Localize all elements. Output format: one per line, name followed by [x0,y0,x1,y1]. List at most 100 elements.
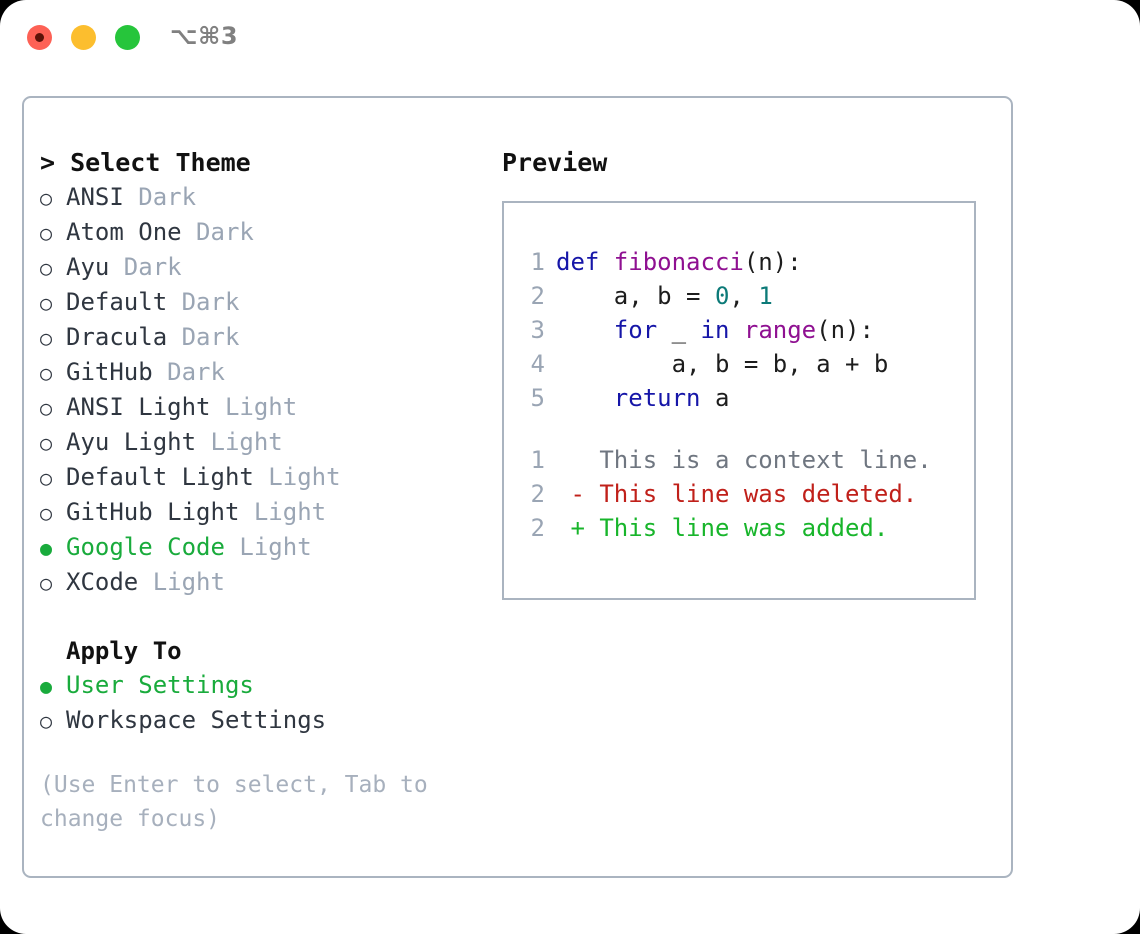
theme-option-label: Google Code [66,533,240,561]
code-line-content: a, b = b, a + b [556,347,889,381]
line-number: 5 [530,384,545,412]
theme-option-variant: Light [210,428,283,456]
apply-to-option-user-settings[interactable]: ●User Settings [40,668,480,703]
radio-unselected-icon: ○ [40,501,53,525]
code-token-plain: (n): [743,248,802,276]
radio-unselected-icon: ○ [40,396,53,420]
code-token-kw: in [700,316,730,344]
theme-option-default[interactable]: ○Default Dark [40,285,480,320]
theme-option-list[interactable]: ○ ANSI Dark ○ Atom One Dark ○ Ayu Dark ○ Defaul… [40,180,480,600]
theme-option-label: GitHub [66,358,168,386]
theme-option-variant: Light [268,463,341,491]
radio-unselected-icon: ○ [40,361,53,385]
theme-option-variant: Light [239,533,312,561]
theme-option-dracula[interactable]: ○Dracula Dark [40,320,480,355]
diff-block: 1 This is a context line. 2 - This line w… [513,443,970,545]
theme-option-ansi-light[interactable]: ○ ANSI Light Light [40,390,480,425]
code-diff-gap [513,415,970,443]
page-title: > Select Theme [40,148,251,177]
theme-option-ansi[interactable]: ○ ANSI Dark [40,180,480,215]
theme-option-variant: Light [253,498,327,526]
zoom-button[interactable] [115,25,140,50]
theme-option-label: Atom One [66,218,197,246]
code-token-num: 1 [758,282,773,310]
theme-option-github[interactable]: ○ GitHub Dark [40,355,480,390]
code-token-plain: a, b = b, a + b [556,350,889,378]
code-token-plain [556,384,614,412]
theme-option-github-light[interactable]: ○ GitHub Light Light [40,495,480,530]
code-token-num: 0 [714,282,730,310]
radio-unselected-icon: ○ [40,291,53,315]
theme-option-variant: Dark [138,183,197,211]
theme-option-variant: Dark [167,358,225,386]
theme-option-label: Default Light [66,463,269,491]
line-number: 1 [530,248,545,276]
code-token-kw: for [613,316,658,344]
theme-option-variant: Light [224,393,298,421]
radio-unselected-icon: ○ [40,431,53,455]
code-line-content: for _ in range(n): [556,313,874,347]
code-line: 4 a, b = b, a + b [513,347,970,381]
radio-unselected-icon: ○ [40,221,53,245]
theme-option-default-light[interactable]: ○ Default Light Light [40,460,480,495]
theme-option-variant: Light [152,568,225,596]
line-number: 3 [530,316,545,344]
minimize-button[interactable] [71,25,96,50]
list-spacer [40,600,480,634]
traffic-lights [27,25,140,50]
theme-option-atom-one[interactable]: ○ Atom One Dark [40,215,480,250]
radio-unselected-icon: ○ [40,466,53,490]
main-panel: > Select Theme ○ANSI Dark○Atom One Dark○… [22,96,1013,878]
theme-option-label: Ayu Light [66,428,211,456]
diff-line: 2 + This line was added. [513,511,970,545]
theme-option-google-code[interactable]: ●Google Code Light [40,530,480,565]
code-token-plain [556,316,614,344]
radio-unselected-icon: ○ [40,709,53,733]
code-token-fn: range [743,316,817,344]
radio-unselected-icon: ○ [40,186,53,210]
theme-option-label: Default [66,288,182,316]
code-token-kw: return [613,384,701,412]
titlebar: ⌥⌘3 [0,0,1140,78]
apply-to-option-list[interactable]: ●User Settings○Workspace Settings [40,668,480,738]
code-line-content: a, b = 0, 1 [556,279,773,313]
code-line: 2 a, b = 0, 1 [513,279,970,313]
preview-title: Preview [502,148,608,177]
theme-option-ayu[interactable]: ○ Ayu Dark [40,250,480,285]
theme-option-variant: Dark [181,323,240,351]
code-token-fn: fibonacci [613,248,744,276]
apply-to-option-label: User Settings [66,671,254,699]
close-button[interactable] [27,25,52,50]
line-number: 2 [530,282,545,310]
apply-to-title: Apply To [66,637,182,665]
apply-to-option-workspace-settings[interactable]: ○Workspace Settings [40,703,480,738]
code-line: 1 def fibonacci(n): [513,245,970,279]
code-line: 5 return a [513,381,970,415]
theme-option-variant: Dark [196,218,254,246]
theme-option-ayu-light[interactable]: ○ Ayu Light Light [40,425,480,460]
radio-unselected-icon: ○ [40,256,53,280]
theme-option-label: GitHub Light [66,498,254,526]
code-token-plain: a [700,384,730,412]
line-number: 1 [530,446,545,474]
diff-line-content-add: + This line was added. [556,514,889,542]
code-token-plain: , [729,282,759,310]
theme-option-label: Ayu [66,253,124,281]
theme-option-xcode[interactable]: ○XCode Light [40,565,480,600]
code-token-plain: (n): [816,316,874,344]
diff-line-content-del: - This line was deleted. [556,480,918,508]
code-token-plain [729,316,743,344]
theme-option-label: ANSI [66,183,139,211]
diff-line-content-ctx: This is a context line. [556,446,932,474]
theme-option-variant: Dark [123,253,182,281]
theme-option-label: ANSI Light [66,393,225,421]
code-line-content: def fibonacci(n): [556,245,802,279]
line-number: 2 [530,480,545,508]
code-line: 3 for _ in range(n): [513,313,970,347]
code-token-kw: def [556,248,614,276]
